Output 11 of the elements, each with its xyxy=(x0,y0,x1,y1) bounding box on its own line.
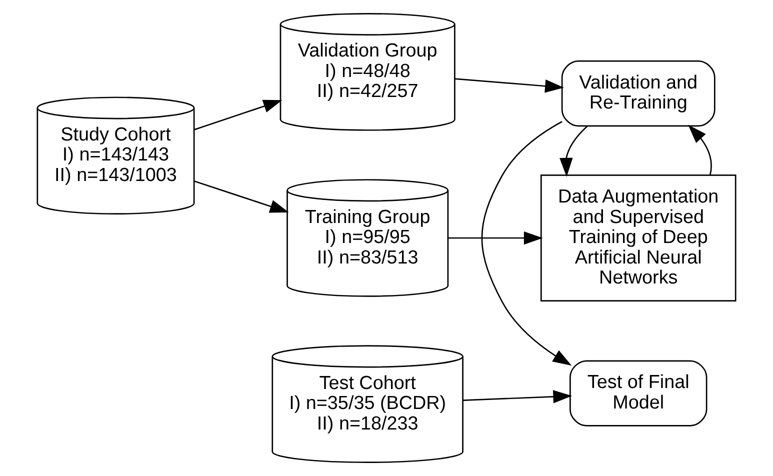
arrow xyxy=(194,180,289,213)
arrow xyxy=(454,78,564,93)
node-box: Validation and Re-Training xyxy=(561,60,716,127)
arrow xyxy=(194,100,282,130)
arrow xyxy=(448,231,543,245)
arrow xyxy=(463,390,572,404)
arrow xyxy=(560,126,588,177)
node-box: Data Augmentation and Supervised Training of Deep Artificial Neural Networks xyxy=(540,174,736,302)
arrow xyxy=(688,124,712,175)
node-box: Test of Final Model xyxy=(570,360,708,426)
arrow xyxy=(481,121,572,366)
